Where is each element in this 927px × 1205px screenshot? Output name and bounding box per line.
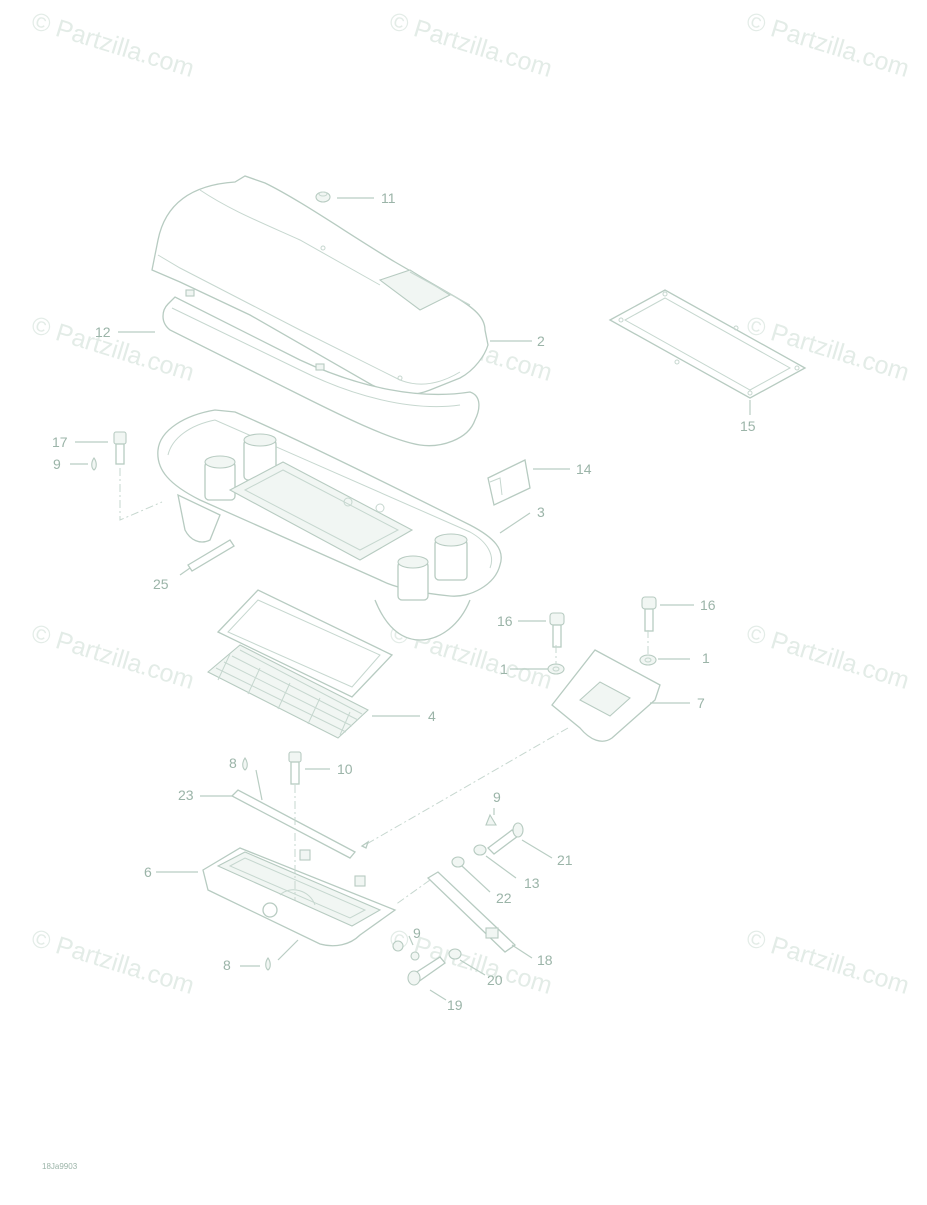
callout: 14 — [576, 461, 592, 477]
callout: 18 — [537, 952, 553, 968]
watermark: © Partzilla.com — [28, 924, 197, 1000]
callout: 9 — [493, 789, 501, 805]
callout: 1 — [500, 661, 508, 677]
part-housing — [157, 409, 502, 641]
part-bolts-16 — [547, 596, 657, 675]
callout: 11 — [381, 190, 396, 206]
callout: 15 — [740, 418, 756, 434]
part-clip — [487, 459, 531, 506]
part-cover — [151, 175, 489, 396]
part-screw-19 — [392, 940, 462, 986]
callout: 17 — [52, 434, 68, 450]
part-gasket — [608, 289, 807, 399]
watermark: © Partzilla.com — [743, 7, 912, 83]
callout: 4 — [428, 708, 436, 724]
callout: 23 — [178, 787, 194, 803]
watermark: © Partzilla.com — [386, 7, 555, 83]
part-tray — [202, 847, 397, 947]
callout: 21 — [557, 852, 573, 868]
part-cover-seal — [162, 289, 480, 447]
callout: 10 — [337, 761, 353, 777]
callout: 8 — [229, 755, 237, 771]
watermark: © Partzilla.com — [28, 619, 197, 695]
part-bolt-10 — [242, 751, 302, 785]
watermark: © Partzilla.com — [743, 619, 912, 695]
watermark: © Partzilla.com — [743, 924, 912, 1000]
callout: 22 — [496, 890, 512, 906]
callout: 2 — [537, 333, 545, 349]
part-bracket — [551, 649, 661, 742]
leader-lines — [70, 197, 751, 1001]
reference-code: 18Ja9903 — [42, 1162, 78, 1171]
callout: 20 — [487, 972, 503, 988]
callout: 9 — [413, 925, 421, 941]
callout: 19 — [447, 997, 463, 1013]
part-bolt-17 — [91, 431, 127, 471]
callout: 25 — [153, 576, 169, 592]
callout: 9 — [53, 456, 61, 472]
callout: 13 — [524, 875, 540, 891]
callout: 1 — [702, 650, 710, 666]
callout: 16 — [700, 597, 716, 613]
part-screw-21 — [451, 813, 524, 868]
alignment-lines — [119, 468, 649, 906]
watermarks: © Partzilla.com © Partzilla.com © Partzi… — [28, 7, 912, 1000]
watermark: © Partzilla.com — [386, 924, 555, 1000]
part-strip — [230, 789, 357, 859]
watermark: © Partzilla.com — [28, 7, 197, 83]
callout: 3 — [537, 504, 545, 520]
callout: 8 — [223, 957, 231, 973]
callouts: 11 2 12 15 17 9 14 3 25 16 16 1 1 7 4 8 … — [52, 190, 756, 1013]
part-bracket-18 — [426, 871, 517, 953]
callout: 7 — [697, 695, 705, 711]
part-filter — [207, 589, 394, 739]
callout: 16 — [497, 613, 513, 629]
callout: 12 — [95, 324, 111, 340]
part-pin — [187, 539, 235, 572]
part-drop-8 — [265, 957, 271, 971]
callout: 6 — [144, 864, 152, 880]
part-grommet — [315, 191, 331, 203]
